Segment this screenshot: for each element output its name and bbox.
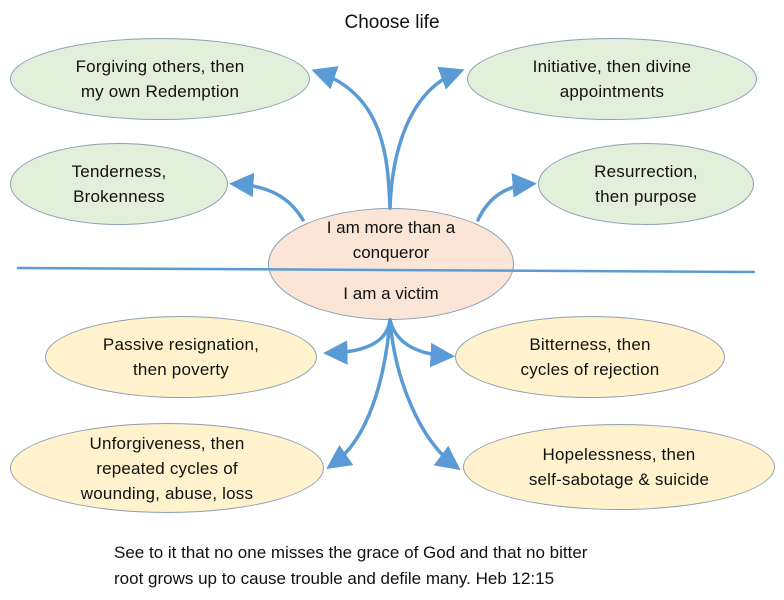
arrow-to-unforgiveness (326, 318, 392, 469)
oval-unforgiveness: Unforgiveness, then repeated cycles of w… (10, 423, 324, 513)
arrow-to-passive (323, 318, 392, 365)
oval-hopelessness: Hopelessness, then self-sabotage & suici… (463, 424, 775, 510)
oval-text-line: Passive resignation, (102, 335, 260, 354)
oval-tenderness: Tenderness, Brokenness (10, 143, 228, 225)
arrow-to-forgiving (311, 66, 392, 210)
oval-resurrection: Resurrection, then purpose (538, 143, 754, 225)
oval-forgiving-others: Forgiving others, then my own Redemption (10, 38, 310, 120)
arrow-to-hopelessness (388, 318, 461, 471)
arrow-to-bitterness (388, 318, 455, 368)
oval-text-line: Unforgiveness, then (89, 433, 245, 453)
oval-bitterness: Bitterness, then cycles of rejection (455, 316, 725, 398)
scripture-footer: See to it that no one misses the grace o… (114, 540, 714, 592)
oval-text-line: cycles of rejection (520, 360, 660, 379)
diagram-title: Choose life (344, 12, 440, 33)
oval-text-line: Resurrection, (594, 162, 698, 181)
center-text-line: I am more than a (326, 218, 456, 237)
oval-text-line: self-sabotage & suicide (528, 470, 710, 489)
arrow-to-tenderness (229, 172, 305, 222)
oval-text-line: my own Redemption (80, 82, 240, 101)
arrow-to-resurrection (476, 173, 537, 222)
arrow-to-initiative (388, 66, 465, 210)
oval-text-line: then purpose (595, 187, 697, 206)
footer-line: root grows up to cause trouble and defil… (114, 569, 555, 588)
oval-text-line: Initiative, then divine (532, 57, 692, 76)
oval-initiative: Initiative, then divine appointments (467, 38, 757, 120)
divider-line (16, 266, 756, 274)
oval-text-line: Brokenness (73, 187, 165, 206)
center-text-line: conqueror (352, 243, 430, 262)
center-positive-label: I am more than a conqueror (268, 215, 514, 265)
oval-text-line: wounding, abuse, loss (80, 483, 254, 503)
oval-text-line: repeated cycles of (96, 458, 238, 478)
center-negative-label: I am a victim (343, 284, 439, 303)
oval-passive-resignation: Passive resignation, then poverty (45, 316, 317, 398)
oval-text-line: Hopelessness, then (542, 445, 696, 464)
oval-text-line: Forgiving others, then (75, 57, 245, 76)
oval-text-line: then poverty (133, 360, 229, 379)
oval-text-line: appointments (559, 82, 665, 101)
footer-line: See to it that no one misses the grace o… (114, 543, 588, 562)
oval-text-line: Tenderness, (71, 162, 167, 181)
oval-text-line: Bitterness, then (529, 335, 651, 354)
